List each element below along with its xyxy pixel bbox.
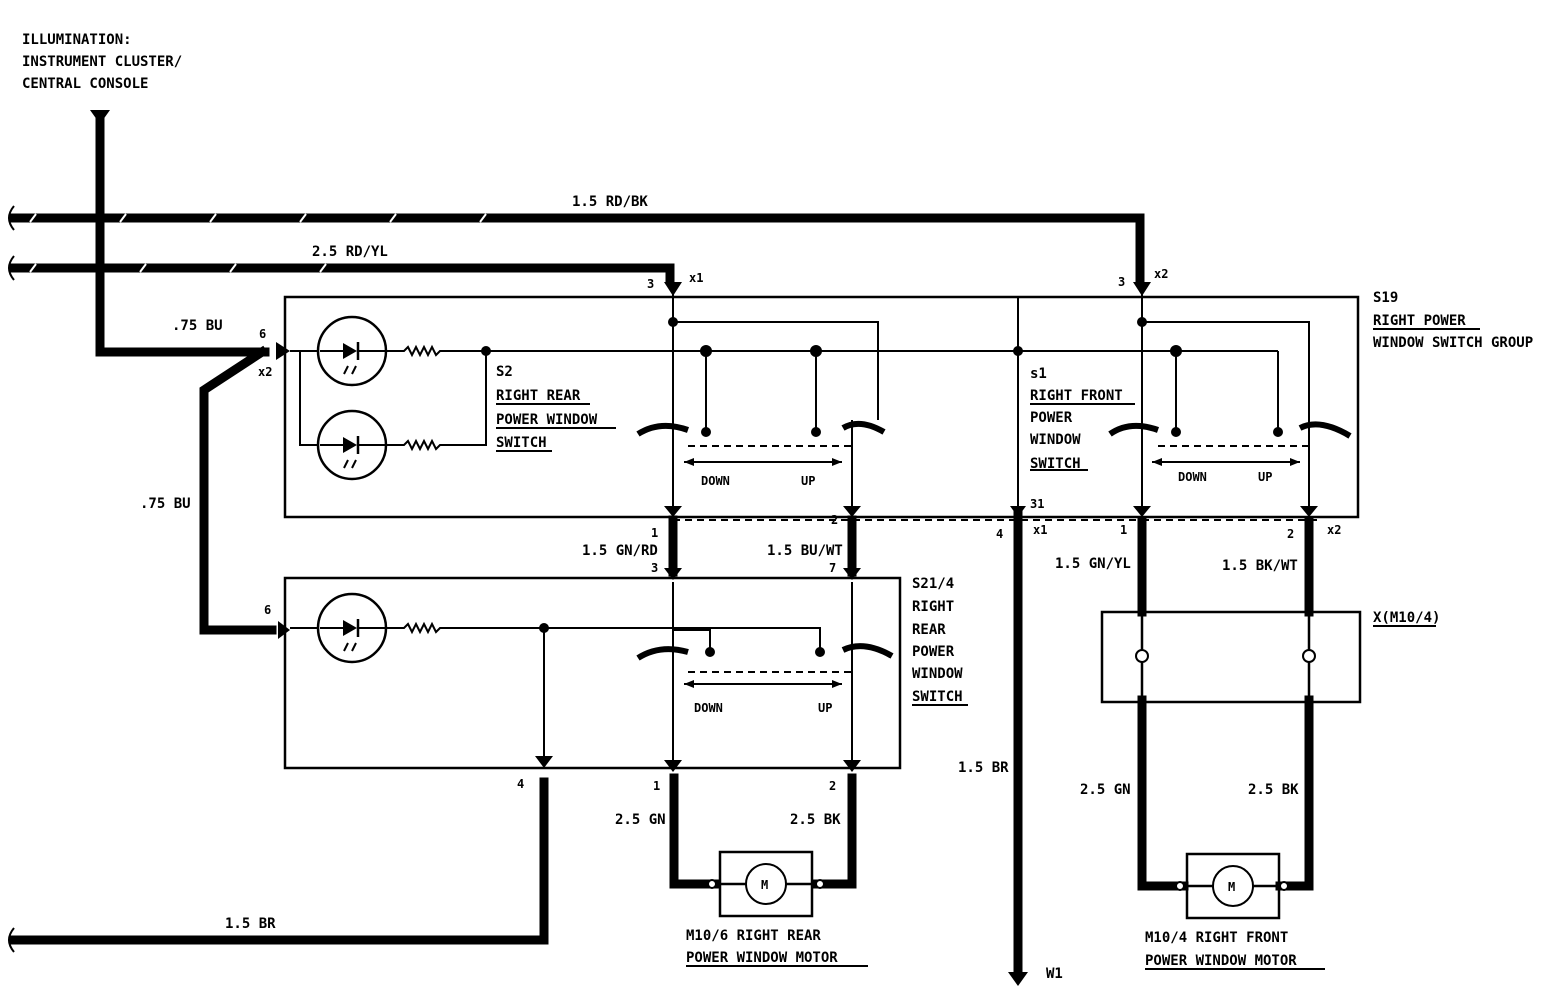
s214-label-2: RIGHT <box>912 599 954 615</box>
s214-label-6: SWITCH <box>912 689 963 705</box>
s1-label-4: WINDOW <box>1030 432 1081 448</box>
wire-label-rd-bk: 1.5 RD/BK <box>572 194 648 210</box>
s1-label-5: SWITCH <box>1030 456 1081 472</box>
pin-x2-s1: x2 <box>1327 523 1341 537</box>
title-underlines <box>496 328 1480 970</box>
wire-label-br-center: 1.5 BR <box>958 760 1009 776</box>
pin-4-ground: 4 <box>996 527 1003 541</box>
wire-label-bu-top: .75 BU <box>172 318 223 334</box>
lamp-s214-icon <box>316 592 388 664</box>
mechanical-linkages <box>673 445 1320 688</box>
wire-bk-front <box>1275 695 1314 891</box>
thick-wires <box>9 110 1314 977</box>
illumination-terminal-icon <box>90 110 110 124</box>
m104-label-2: POWER WINDOW MOTOR <box>1145 953 1297 969</box>
s19-label-3: WINDOW SWITCH GROUP <box>1373 335 1533 351</box>
illumination-label-2: INSTRUMENT CLUSTER/ <box>22 54 182 70</box>
wire-hatching <box>29 213 487 273</box>
s2-label-4: SWITCH <box>496 435 547 451</box>
s214-up-label: UP <box>818 701 832 715</box>
s1-down-label: DOWN <box>1178 470 1207 484</box>
s2-label-3: POWER WINDOW <box>496 412 598 428</box>
wire-label-bu-wt: 1.5 BU/WT <box>767 543 843 559</box>
wire-label-bu-left: .75 BU <box>140 496 191 512</box>
pin-4-s214: 4 <box>517 777 524 791</box>
pin-7-s214: 7 <box>829 561 836 575</box>
wire-bk-rear <box>811 773 857 889</box>
pin-1-s2: 1 <box>651 526 658 540</box>
s214-label-5: WINDOW <box>912 666 963 682</box>
pin-6-s214: 6 <box>264 603 271 617</box>
motor-rear-symbol: M <box>761 878 768 892</box>
s19-switch-group-box <box>283 295 1360 519</box>
m106-label-2: POWER WINDOW MOTOR <box>686 950 838 966</box>
pin-x2-left: x2 <box>258 365 272 379</box>
wire-break-icons <box>8 205 15 953</box>
s1-label-2: RIGHT FRONT <box>1030 388 1123 404</box>
wire-bu-left <box>199 345 277 635</box>
motor-front-symbol: M <box>1228 880 1235 894</box>
s214-label-4: POWER <box>912 644 955 660</box>
s2-label-2: RIGHT REAR <box>496 388 581 404</box>
pin-2-s1: 2 <box>1287 527 1294 541</box>
illumination-label-1: ILLUMINATION: <box>22 32 132 48</box>
pin-3-x1: 3 <box>647 277 654 291</box>
motor-front-icon <box>1175 865 1289 907</box>
s2-up-label: UP <box>801 474 815 488</box>
terminal-icons <box>276 282 1318 986</box>
s1-label-3: POWER <box>1030 410 1073 426</box>
wire-label-br-bottom: 1.5 BR <box>225 916 276 932</box>
wire-label-bk-wt: 1.5 BK/WT <box>1222 558 1298 574</box>
wire-gn-front <box>1137 695 1189 891</box>
connector-m104-label: X(M10/4) <box>1373 610 1440 626</box>
pin-6-s2: 6 <box>259 327 266 341</box>
pin-2-s214: 2 <box>829 779 836 793</box>
lamp-s2-upper-icon <box>316 315 388 387</box>
s19-label-2: RIGHT POWER <box>1373 313 1466 329</box>
illumination-label-3: CENTRAL CONSOLE <box>22 76 148 92</box>
wire-rd-bk <box>9 213 1145 283</box>
m104-label-1: M10/4 RIGHT FRONT <box>1145 930 1288 946</box>
wire-label-gn-rd: 1.5 GN/RD <box>582 543 658 559</box>
pin-3-x2: 3 <box>1118 275 1125 289</box>
internal-wiring <box>290 290 1310 768</box>
wire-label-rd-yl: 2.5 RD/YL <box>312 244 388 260</box>
x-m104-connector-box <box>1100 610 1362 704</box>
pin-31: 31 <box>1030 497 1044 511</box>
s19-label-1: S19 <box>1373 290 1398 306</box>
wire-rd-yl <box>9 263 675 285</box>
m106-label-1: M10/6 RIGHT REAR <box>686 928 821 944</box>
s214-label-1: S21/4 <box>912 576 954 592</box>
pin-1-s214: 1 <box>653 779 660 793</box>
pin-3-s214: 3 <box>651 561 658 575</box>
s2-down-label: DOWN <box>701 474 730 488</box>
lamp-s2-lower-icon <box>316 409 388 481</box>
wire-br-bottom <box>9 777 549 945</box>
s2-label-1: S2 <box>496 364 513 380</box>
wire-illumination <box>95 115 270 357</box>
s214-switch-box <box>283 576 902 770</box>
wire-gn-rear <box>669 773 721 889</box>
motor-rear-icon <box>707 863 825 905</box>
pin-x2-top: x2 <box>1154 267 1168 281</box>
connector-pin-icons <box>1135 612 1316 702</box>
wire-label-gn-rear: 2.5 GN <box>615 812 666 828</box>
s1-up-label: UP <box>1258 470 1272 484</box>
s1-label-1: s1 <box>1030 366 1047 382</box>
pin-x1-top: x1 <box>689 271 703 285</box>
wire-label-bk-front: 2.5 BK <box>1248 782 1299 798</box>
labels: ILLUMINATION: INSTRUMENT CLUSTER/ CENTRA… <box>22 32 1533 982</box>
wire-label-bk-rear: 2.5 BK <box>790 812 841 828</box>
wire-label-gn-front: 2.5 GN <box>1080 782 1131 798</box>
wire-label-gn-yl: 1.5 GN/YL <box>1055 556 1131 572</box>
pin-1-s1: 1 <box>1120 523 1127 537</box>
s214-down-label: DOWN <box>694 701 723 715</box>
ground-label: W1 <box>1046 966 1063 982</box>
s214-label-3: REAR <box>912 622 946 638</box>
pin-x1-ground: x1 <box>1033 523 1047 537</box>
pin-2-s2: 2 <box>831 513 838 527</box>
switch-rocker-icons <box>636 420 1352 661</box>
